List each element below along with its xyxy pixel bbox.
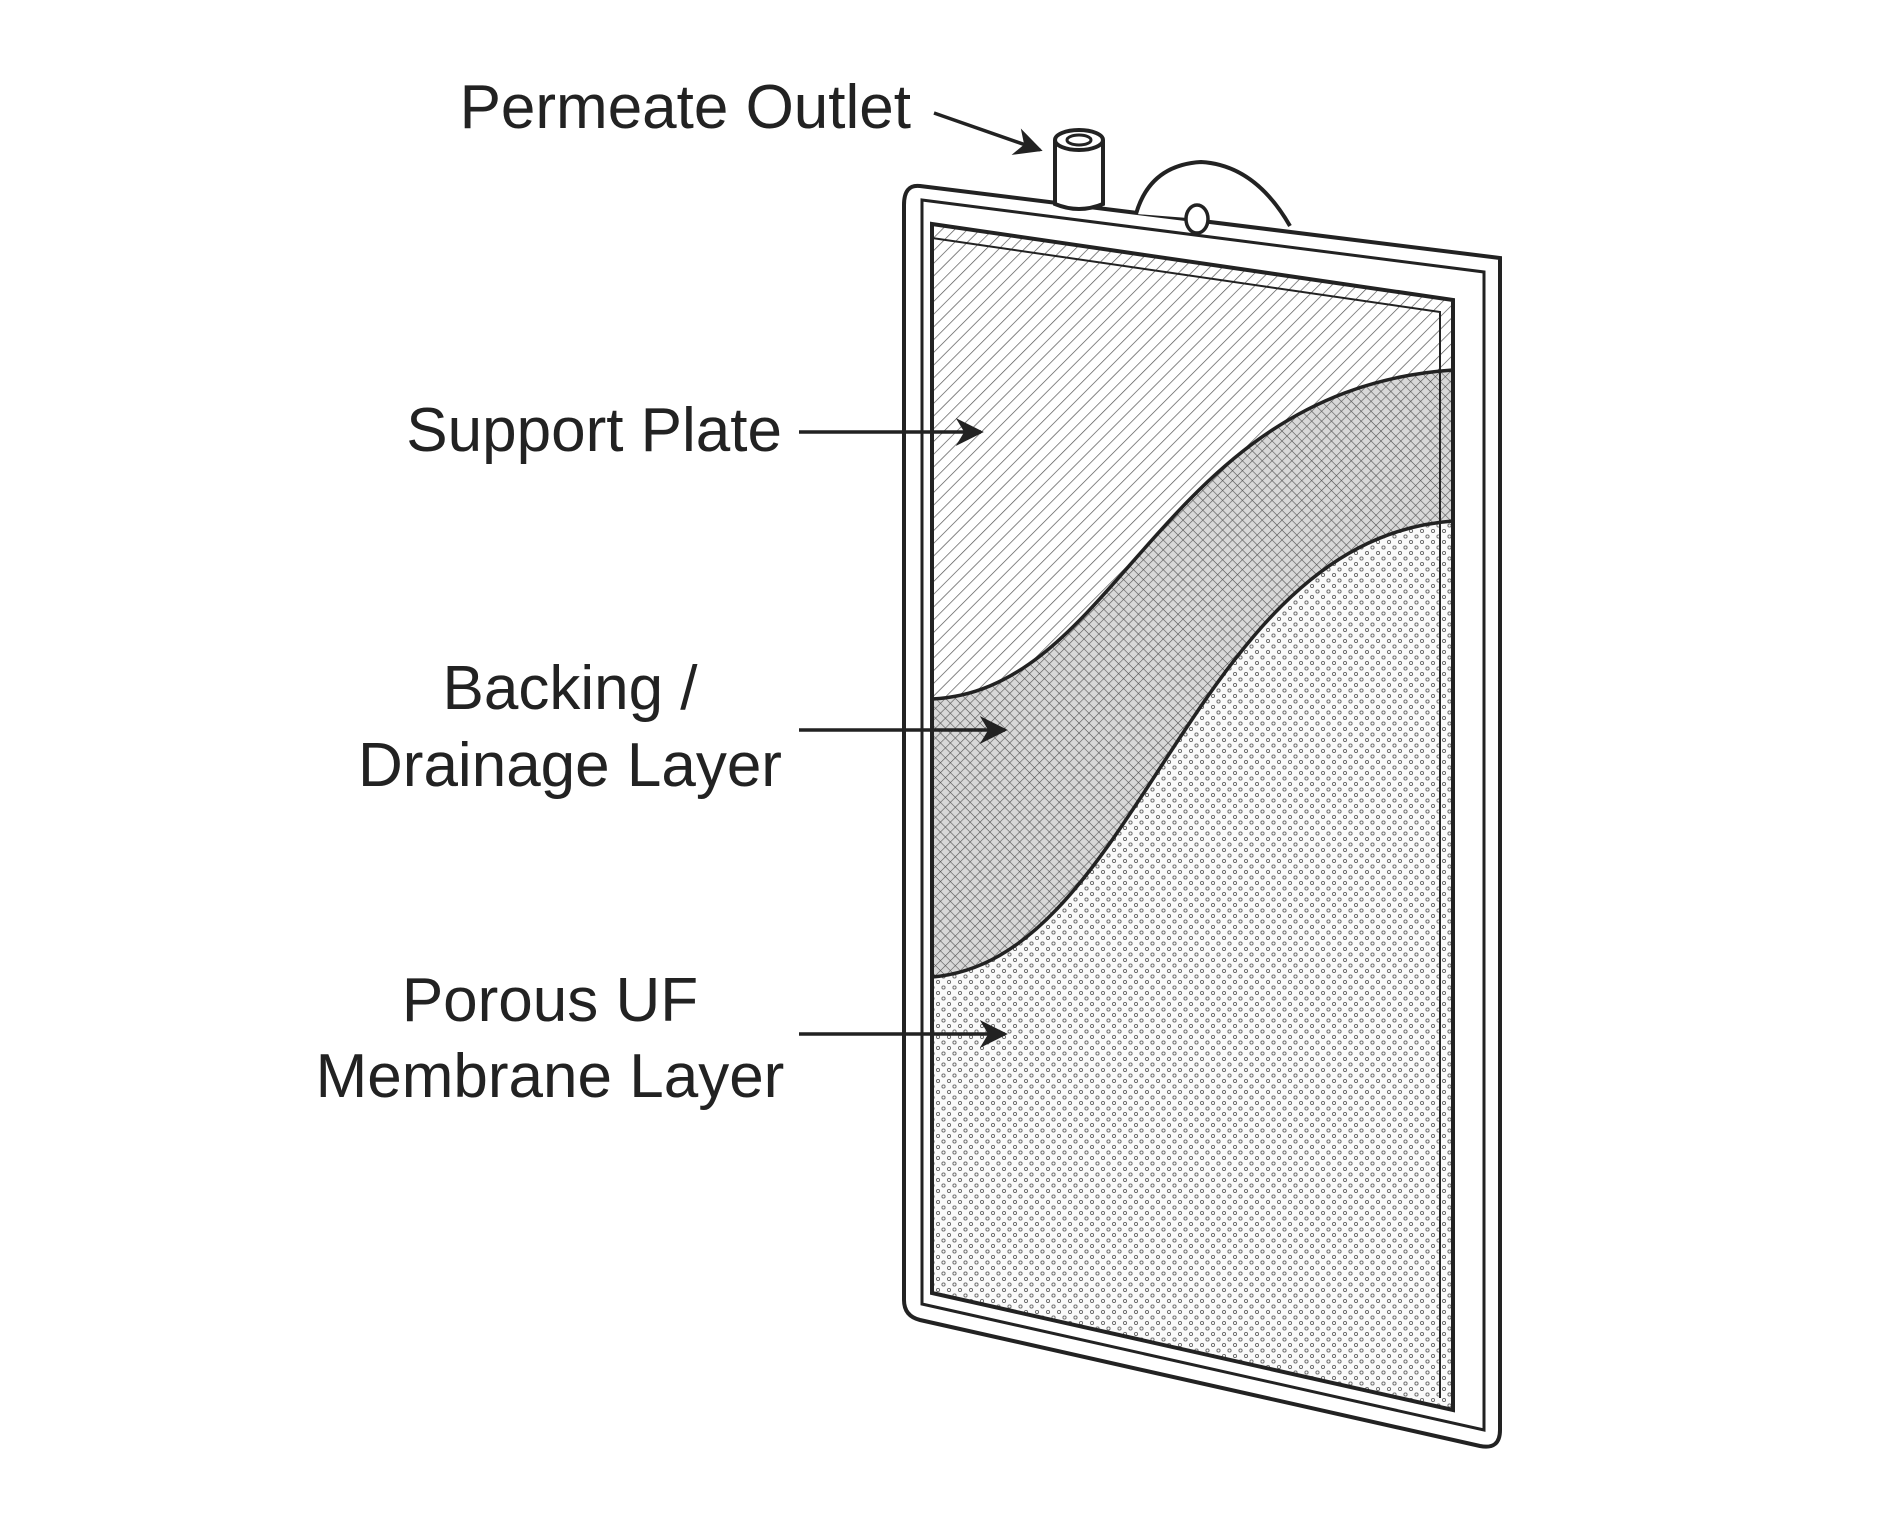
label-backing-line2: Drainage Layer: [358, 731, 782, 800]
hanging-tab: [1134, 159, 1292, 227]
label-membrane-line1: Porous UF: [402, 966, 698, 1035]
permeate-outlet-tube: [1053, 128, 1105, 211]
arrow-permeate-outlet: [933, 111, 1043, 155]
inner-panel-border: [930, 221, 1455, 1413]
panel-layers: [932, 224, 1453, 1410]
label-support-plate: Support Plate: [406, 396, 782, 465]
label-permeate-outlet: Permeate Outlet: [460, 73, 911, 142]
membrane-layer-region: [932, 521, 1453, 1410]
label-membrane-line2: Membrane Layer: [316, 1042, 785, 1111]
hanging-hole-icon: [1184, 203, 1210, 235]
label-backing-line1: Backing /: [442, 654, 698, 723]
